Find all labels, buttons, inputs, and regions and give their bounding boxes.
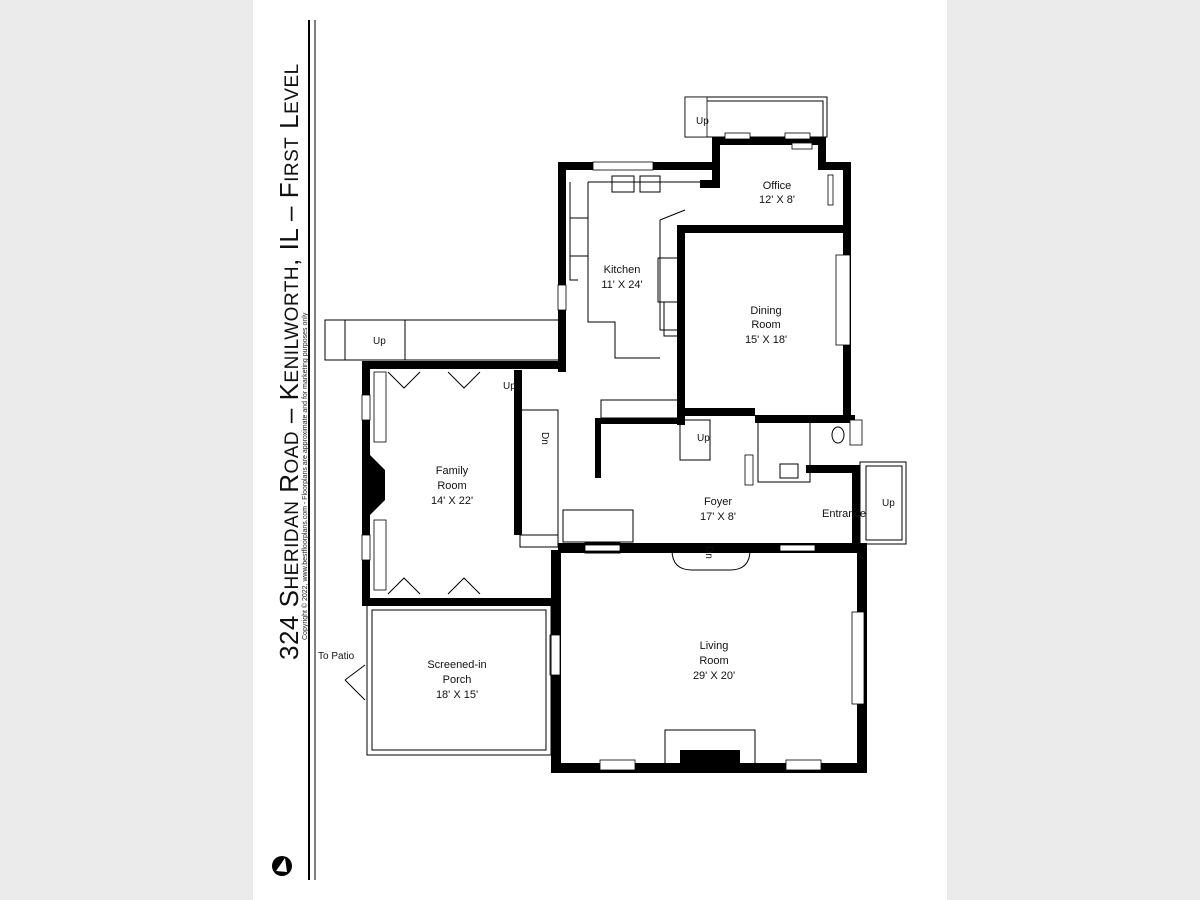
porch-area (344, 604, 552, 756)
porch-line1: Screened-in (427, 659, 486, 671)
foyer-name: Foyer (704, 496, 732, 508)
entrance-label: Entrance (822, 508, 866, 520)
kitchen-size: 11' X 24' (601, 279, 642, 291)
porch-size: 18' X 15' (436, 689, 478, 701)
compass-icon (272, 856, 292, 876)
dining-walls (685, 254, 863, 446)
dn-label-foyer: Dn (703, 546, 714, 559)
dining-size: 15' X 18' (745, 334, 787, 346)
family-room-walls (324, 319, 564, 606)
family-line2: Room (437, 480, 466, 492)
office-size: 12' X 8' (759, 194, 795, 206)
up-label-family: Up (503, 381, 516, 392)
dining-line1: Dining (750, 305, 781, 317)
to-patio-label: To Patio (318, 651, 355, 662)
up-label-office: Up (696, 116, 709, 127)
powder-room (757, 419, 845, 483)
dn-label-stairs: Dn (539, 432, 550, 445)
foyer-size: 17' X 8' (700, 511, 736, 523)
entrance-area (806, 461, 907, 550)
kitchen-walls (557, 161, 720, 425)
dining-line2: Room (751, 319, 780, 331)
living-line2: Room (699, 655, 728, 667)
stair-hall (519, 399, 754, 548)
porch-line2: Porch (443, 674, 472, 686)
up-label-stairs: Up (697, 433, 710, 444)
living-room-walls (549, 542, 867, 773)
up-label-deck: Up (373, 336, 386, 347)
kitchen-name: Kitchen (604, 264, 641, 276)
up-label-entrance: Up (882, 498, 895, 509)
office-name: Office (763, 180, 792, 192)
family-line1: Family (436, 465, 469, 477)
family-size: 14' X 22' (431, 495, 473, 507)
living-line1: Living (700, 640, 729, 652)
living-size: 29' X 20' (693, 670, 735, 682)
office-walls (684, 96, 851, 422)
